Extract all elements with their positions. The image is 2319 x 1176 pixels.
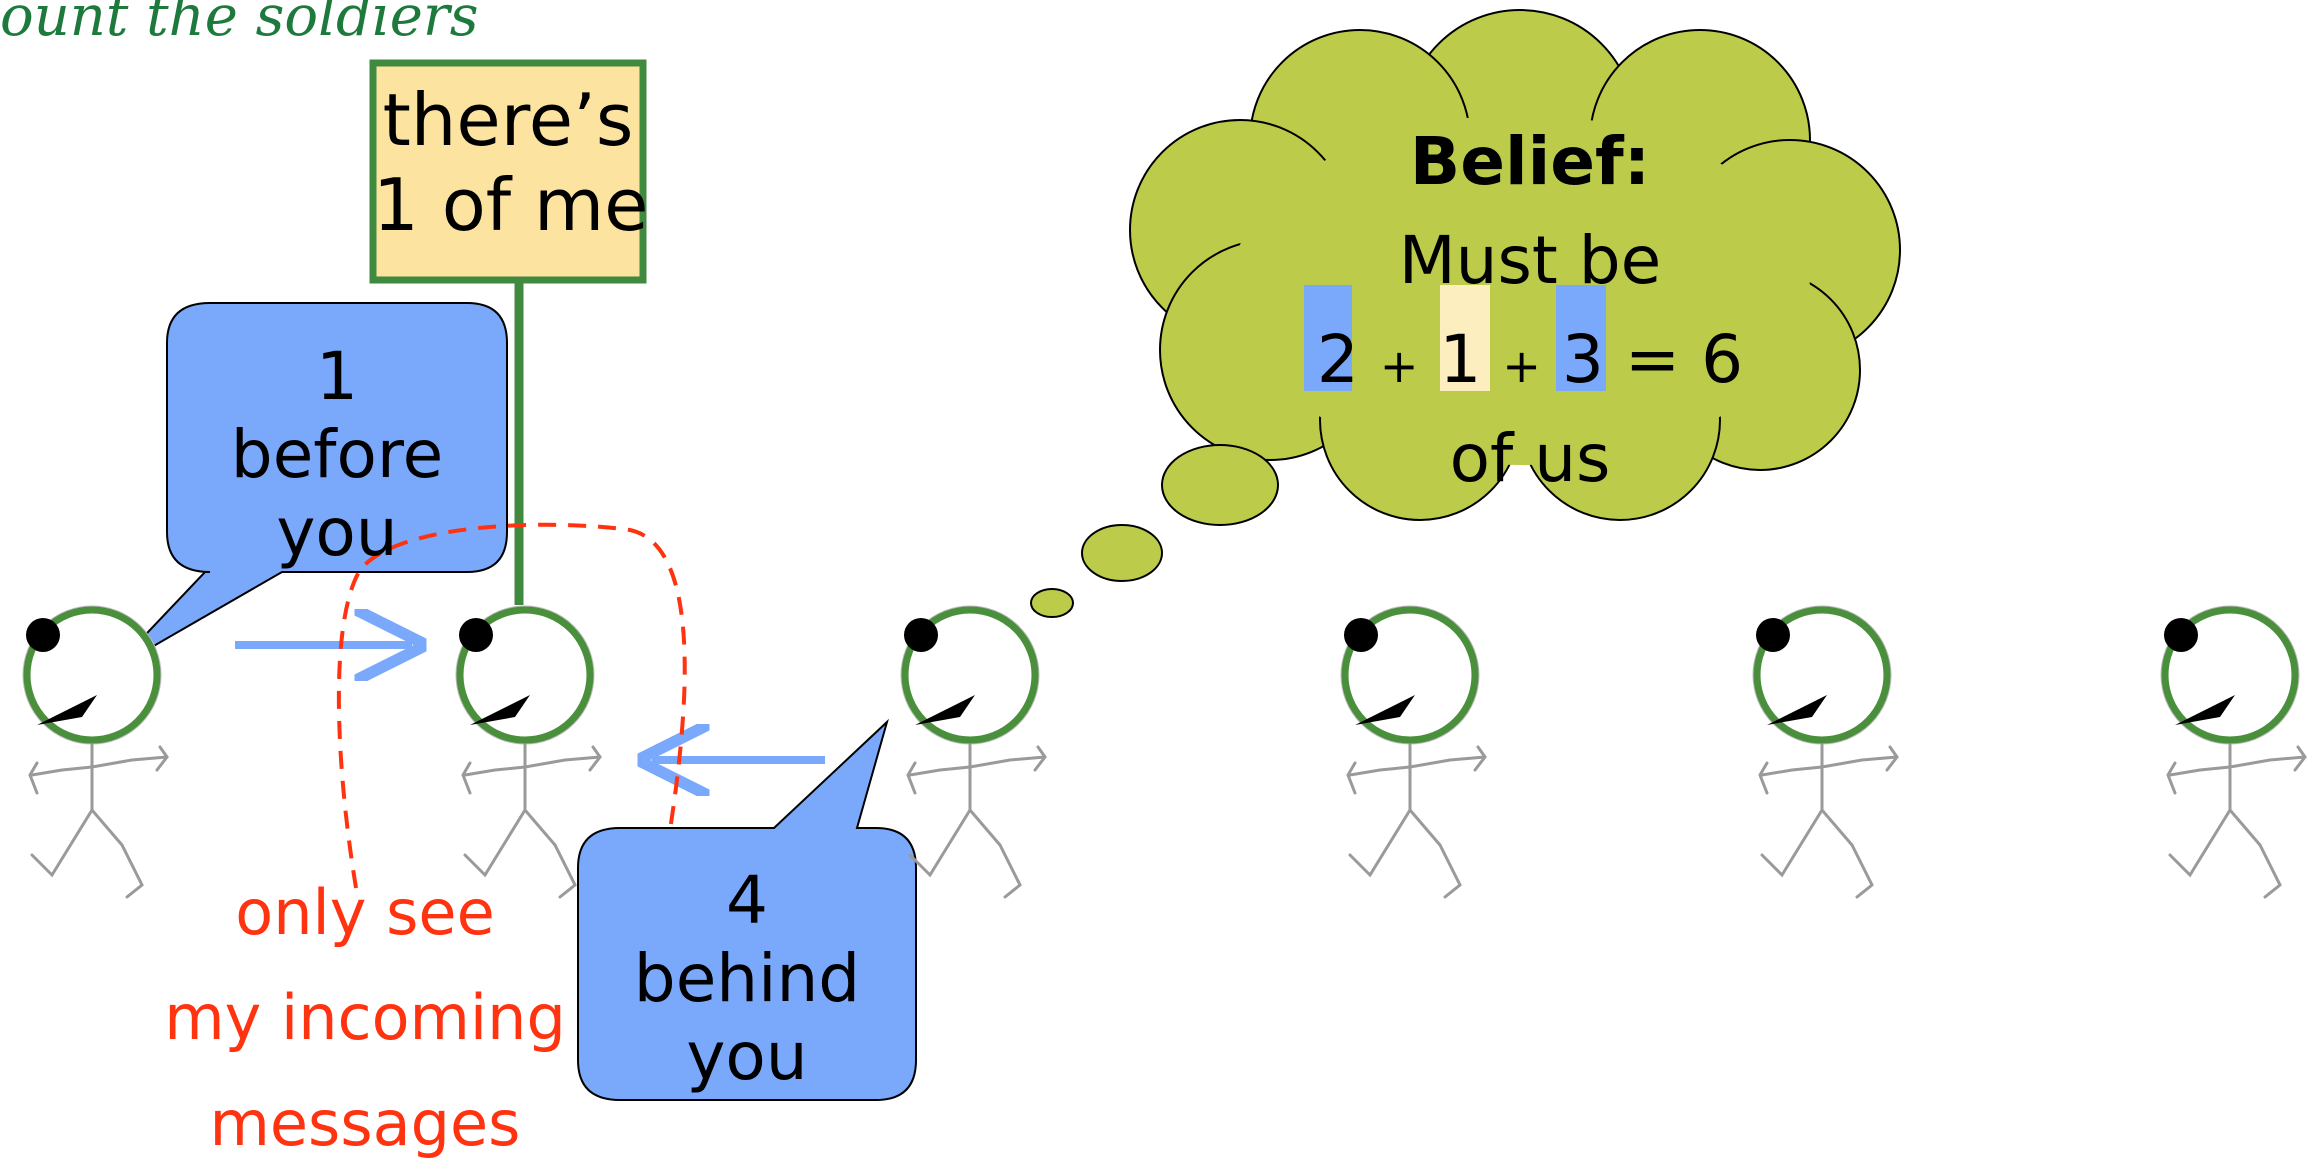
- speech-bubble-right-text: 4 behind you: [578, 862, 916, 1096]
- note-line-3: messages: [209, 1086, 521, 1160]
- soldier-right-hand: [1885, 745, 1899, 772]
- soldier-4: [1340, 605, 1487, 899]
- soldier-2: [455, 605, 602, 899]
- bubble-left-line-3: you: [276, 493, 398, 571]
- soldier-arms: [1760, 755, 1899, 777]
- soldier-mouth: [1767, 695, 1827, 725]
- soldier-head-ring: [1753, 606, 1891, 744]
- soldier-right-hand: [588, 745, 602, 772]
- soldier-mouth: [470, 695, 530, 725]
- soldier-head-ring: [456, 606, 594, 744]
- soldier-5: [1752, 605, 1899, 899]
- thought-text: Belief: Must be 2 + 1 + 3 = 6 of us: [1180, 112, 1880, 508]
- soldier-right-hand: [2293, 745, 2307, 772]
- soldier-left-hand: [2166, 761, 2177, 795]
- term-2: 2: [1316, 321, 1359, 398]
- soldier-right-hand: [155, 745, 169, 772]
- bubble-right-line-3: you: [686, 1017, 808, 1095]
- op-plus-2: +: [1502, 339, 1541, 393]
- soldier-eye: [26, 618, 60, 652]
- soldier-head-ring: [901, 606, 1039, 744]
- belief-line-4: of us: [1449, 420, 1611, 497]
- sign-text: there’s 1 of me: [373, 78, 649, 248]
- soldier-legs: [463, 807, 577, 899]
- soldier-mouth: [915, 695, 975, 725]
- soldier-eye: [1756, 618, 1790, 652]
- soldier-left-hand: [906, 761, 917, 795]
- incoming-note: only see my incoming messages: [140, 860, 590, 1176]
- soldier-legs: [908, 807, 1022, 899]
- soldier-mouth: [1355, 695, 1415, 725]
- soldier-eye: [459, 618, 493, 652]
- bubble-left-line-1: 1: [316, 338, 358, 415]
- bubble-right-line-2: behind: [633, 939, 861, 1017]
- belief-line-2: Must be: [1398, 222, 1662, 299]
- speech-bubble-left-text: 1 before you: [167, 338, 507, 572]
- slide-title: ount the soldiers: [0, 0, 479, 49]
- soldier-arms: [463, 755, 602, 777]
- note-line-1: only see: [235, 876, 495, 949]
- soldier-1: [22, 605, 169, 899]
- speech-bubble-right-shape: [577, 718, 917, 1101]
- soldier-head-ring: [2161, 606, 2299, 744]
- soldier-mouth: [2175, 695, 2235, 725]
- bubble-left-line-2: before: [230, 415, 444, 493]
- sign-line-2: 1 of me: [373, 162, 649, 247]
- soldier-eye: [904, 618, 938, 652]
- highlight-term-2: [1304, 285, 1352, 391]
- soldier-legs: [1760, 807, 1874, 899]
- thought-cloud: [1030, 9, 1901, 618]
- dashed-incoming-path: [336, 522, 687, 889]
- soldier-arms: [1348, 755, 1487, 777]
- soldier-mouth: [37, 695, 97, 725]
- soldier-legs: [30, 807, 144, 899]
- equation-result: = 6: [1624, 321, 1744, 398]
- highlight-term-3: [1556, 285, 1606, 391]
- belief-heading: Belief:: [1409, 123, 1651, 200]
- term-3: 3: [1561, 321, 1604, 398]
- highlight-term-1: [1440, 285, 1490, 391]
- soldier-left-hand: [28, 761, 39, 795]
- soldier-3: [900, 605, 1047, 899]
- soldier-left-hand: [1346, 761, 1357, 795]
- soldier-arms: [2168, 755, 2307, 777]
- sign-line-1: there’s: [382, 78, 634, 162]
- soldier-head-ring: [23, 606, 161, 744]
- soldier-eye: [1344, 618, 1378, 652]
- soldier-arms: [908, 755, 1047, 777]
- op-plus-1: +: [1379, 339, 1419, 393]
- soldier-legs: [2168, 807, 2282, 899]
- note-line-2: my incoming: [164, 981, 566, 1055]
- diagram-artwork: [22, 9, 2307, 1101]
- soldier-head-ring: [1341, 606, 1479, 744]
- soldier-right-hand: [1033, 745, 1047, 772]
- sign-board: [369, 59, 647, 284]
- soldier-legs: [1348, 807, 1462, 899]
- soldier-left-hand: [1758, 761, 1769, 795]
- soldier-6: [2160, 605, 2307, 899]
- soldier-arms: [30, 755, 169, 777]
- soldier-eye: [2164, 618, 2198, 652]
- soldier-left-hand: [461, 761, 472, 795]
- belief-equation: 2 + 1 + 3 = 6: [1180, 310, 1880, 409]
- bubble-right-line-1: 4: [726, 862, 768, 939]
- soldier-right-hand: [1473, 745, 1487, 772]
- term-1: 1: [1439, 321, 1482, 398]
- speech-bubble-left-shape: [111, 302, 508, 671]
